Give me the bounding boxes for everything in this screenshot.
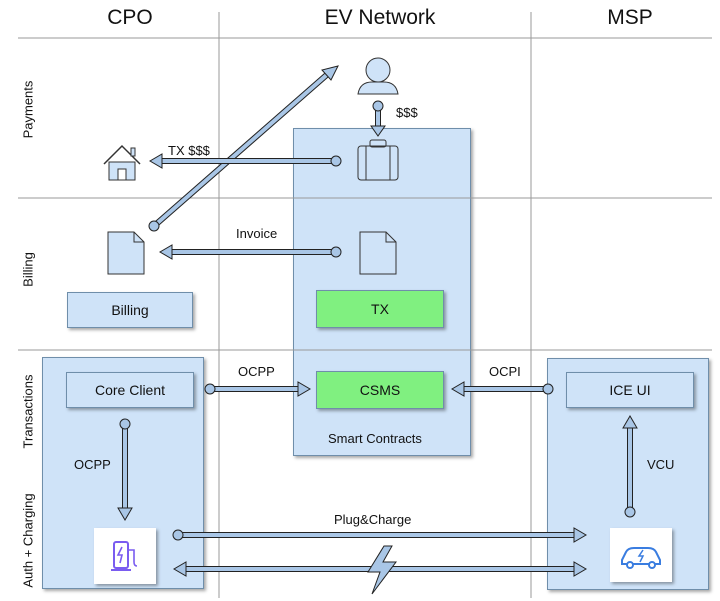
label-invoice: Invoice [236, 226, 278, 241]
label-tx-dollars: TX $$$ [168, 143, 210, 158]
arrow-user-to-briefcase [370, 100, 386, 137]
column-header-ev-network: EV Network [324, 6, 436, 29]
arrow-billing-to-user [148, 65, 339, 232]
row-label-auth-charging: Auth + Charging [20, 493, 36, 588]
document-icon [107, 231, 145, 275]
label-vcu: VCU [647, 457, 675, 472]
charging-station-icon [111, 541, 138, 571]
briefcase-icon [357, 139, 399, 181]
charging-station-box [94, 528, 156, 584]
row-label-payments: Payments [20, 80, 36, 139]
electric-car-box [610, 528, 672, 582]
smart-contracts-label: Smart Contracts [328, 431, 422, 446]
label-plug-charge: Plug&Charge [334, 512, 412, 527]
arrow-plug-charge [172, 527, 587, 543]
document-icon [359, 231, 397, 275]
column-header-cpo: CPO [107, 6, 153, 29]
tx-box: TX [316, 290, 444, 328]
label-ocpp-side: OCPP [74, 457, 111, 472]
core-client-box: Core Client [66, 372, 194, 408]
arrow-invoice [159, 244, 342, 260]
arrow-ocpi [451, 381, 554, 397]
lightning-icon [367, 545, 397, 595]
arrows [117, 65, 638, 577]
electric-car-icon [621, 547, 661, 569]
arrow-briefcase-to-house [149, 153, 342, 169]
ice-ui-box: ICE UI [566, 372, 694, 408]
billing-box: Billing [67, 292, 193, 328]
label-ocpp-top: OCPP [238, 364, 275, 379]
label-ocpi: OCPI [489, 364, 521, 379]
arrow-ocpp-side [117, 418, 133, 521]
arrow-ocpp-top [204, 381, 311, 397]
row-label-billing: Billing [20, 252, 36, 287]
csms-box: CSMS [316, 371, 444, 409]
arrow-vcu [622, 415, 638, 518]
user-icon [357, 57, 399, 95]
house-icon [103, 144, 141, 181]
label-dollars: $$$ [396, 105, 418, 120]
column-header-msp: MSP [607, 6, 653, 29]
grid [18, 12, 712, 598]
row-label-transactions: Transactions [20, 374, 36, 449]
